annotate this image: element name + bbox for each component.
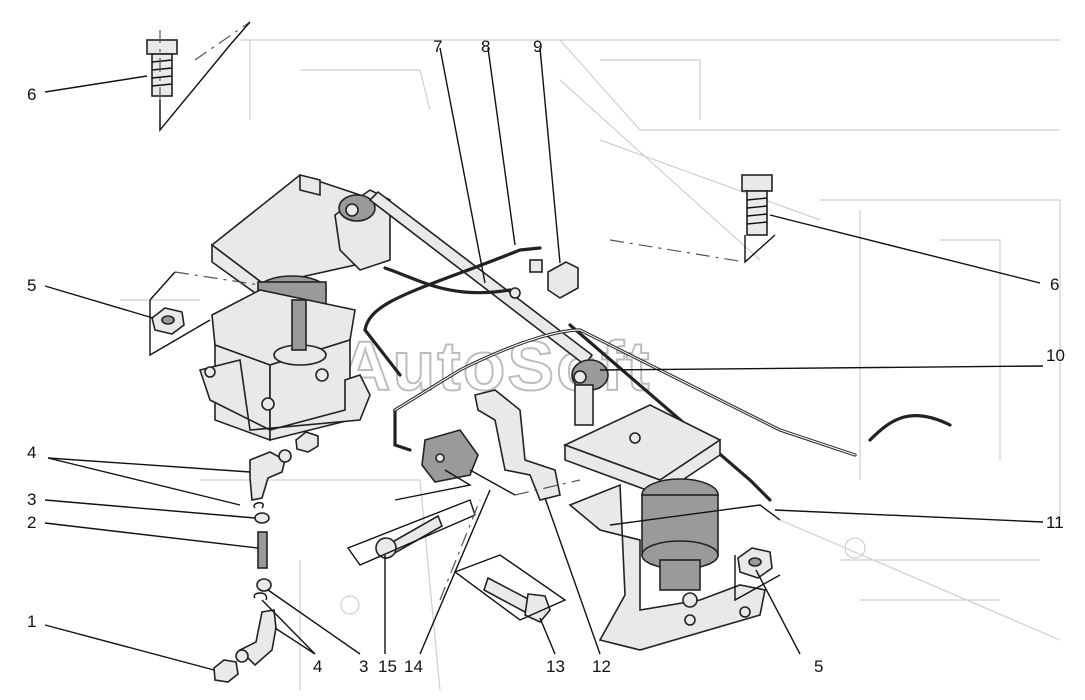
connector-parts — [509, 259, 579, 299]
spacer-washer-lower — [253, 578, 272, 601]
bolt-15 — [375, 514, 444, 560]
callout-13: 13 — [546, 657, 565, 676]
callout-11: 11 — [1046, 513, 1064, 532]
upper-left-mount-assembly — [198, 173, 392, 442]
callout-8: 8 — [481, 37, 490, 56]
right-mount-assembly — [562, 404, 766, 651]
callout-7: 7 — [433, 37, 442, 56]
cable-harness — [363, 246, 952, 502]
limit-switch — [421, 429, 516, 496]
callout-5-left: 5 — [27, 276, 36, 295]
callout-2: 2 — [27, 513, 36, 532]
nut-5-right — [737, 547, 773, 579]
callout-15: 15 — [378, 657, 397, 676]
callout-4-left: 4 — [27, 443, 36, 462]
assembly-guide-lines — [149, 21, 781, 621]
lower-pivot-joint — [571, 359, 609, 426]
callout-labels: 6 6 5 5 7 8 9 10 11 12 13 14 15 3 4 1 2 … — [27, 37, 1065, 676]
plate-bracket — [474, 389, 561, 501]
callout-3-left: 3 — [27, 490, 36, 509]
nut-top — [295, 431, 319, 453]
bolt-6-right — [741, 174, 773, 236]
callout-6-right: 6 — [1050, 275, 1059, 294]
threaded-rod — [257, 531, 268, 569]
callout-3-bottom: 3 — [359, 657, 368, 676]
ball-joint-lower — [235, 609, 277, 667]
callout-1: 1 — [27, 612, 36, 631]
spacer-washer-upper — [253, 502, 270, 524]
callout-14: 14 — [404, 657, 423, 676]
callout-12: 12 — [592, 657, 611, 676]
bolt-6-left — [146, 39, 178, 97]
ball-joint-upper — [249, 449, 292, 501]
nut-1 — [213, 659, 239, 683]
upper-pivot-bracket — [334, 189, 594, 367]
callout-4-bottom: 4 — [313, 657, 322, 676]
callout-6-left: 6 — [27, 85, 36, 104]
nut-5-left — [151, 307, 185, 335]
callout-9: 9 — [533, 37, 542, 56]
callout-10: 10 — [1046, 346, 1065, 365]
callout-5-right: 5 — [814, 657, 823, 676]
background-frame-sketch — [120, 39, 1061, 691]
leader-lines — [44, 47, 1044, 671]
